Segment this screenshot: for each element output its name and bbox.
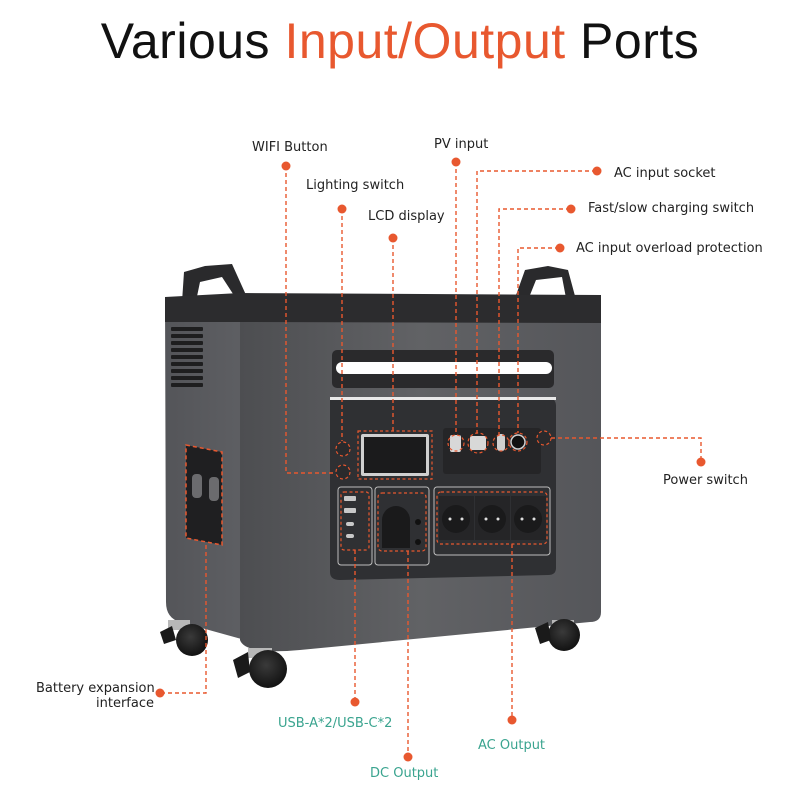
label-dc-output: DC Output xyxy=(370,766,439,781)
callout-lines xyxy=(162,162,702,756)
lighting-switch-button xyxy=(335,441,351,457)
right-handle xyxy=(515,266,575,300)
label-wifi-button: WIFI Button xyxy=(252,140,328,155)
wheel-right xyxy=(535,619,580,651)
wheels xyxy=(160,619,580,688)
overload-leader-line xyxy=(517,247,559,433)
label-fast-slow-charging-switch: Fast/slow charging switch xyxy=(588,201,755,216)
label-power-switch: Power switch xyxy=(663,473,748,488)
ac-input-port xyxy=(470,436,486,450)
overload-dot xyxy=(555,243,565,253)
page-title: Various Input/Output Ports xyxy=(0,12,800,70)
ac-output-dot xyxy=(507,715,517,725)
label-lighting-switch: Lighting switch xyxy=(306,178,405,193)
battery-leader-line xyxy=(162,545,207,694)
ac-output-panel xyxy=(433,486,551,556)
label-usb-ports: USB-A*2/USB-C*2 xyxy=(278,716,393,731)
callout-dots xyxy=(155,157,706,762)
battery-expansion-port xyxy=(185,444,223,546)
title-accent: Input/Output xyxy=(284,13,566,69)
label-lcd-display: LCD display xyxy=(368,209,445,224)
wheel-back-left xyxy=(160,620,208,656)
wifi-dot xyxy=(281,161,291,171)
power-button xyxy=(536,430,552,446)
label-ac-input-socket: AC input socket xyxy=(614,166,716,181)
charging-leader-line xyxy=(498,208,570,435)
overload-breaker xyxy=(510,434,526,450)
lcd-dot xyxy=(388,233,398,243)
dc-output-panel xyxy=(374,486,430,566)
label-battery-expansion: Battery expansion interface xyxy=(36,681,155,711)
pv-dot xyxy=(451,157,461,167)
dc-dot xyxy=(403,752,413,762)
lighting-dot xyxy=(337,204,347,214)
input-panel xyxy=(443,428,541,474)
title-prefix: Various xyxy=(100,13,285,69)
left-handle xyxy=(182,264,246,306)
power-leader-line xyxy=(551,437,702,460)
side-vent xyxy=(171,327,203,387)
label-battery-expansion-line1: Battery expansion xyxy=(36,681,155,696)
label-ac-output: AC Output xyxy=(478,738,546,753)
pv-input-port xyxy=(450,435,461,452)
usb-dot xyxy=(350,697,360,707)
ac-input-leader-line xyxy=(476,170,596,433)
charging-dot xyxy=(566,204,576,214)
ac-input-dot xyxy=(592,166,602,176)
lcd-display xyxy=(357,430,433,480)
battery-dot xyxy=(155,688,165,698)
power-dot xyxy=(696,457,706,467)
charge-switch xyxy=(497,434,505,451)
label-battery-expansion-line2: interface xyxy=(96,696,154,711)
label-ac-input-overload-protection: AC input overload protection xyxy=(576,241,763,256)
label-pv-input: PV input xyxy=(434,137,489,152)
wifi-button xyxy=(335,464,351,480)
wheel-front-left xyxy=(233,648,287,688)
title-suffix: Ports xyxy=(565,13,700,69)
